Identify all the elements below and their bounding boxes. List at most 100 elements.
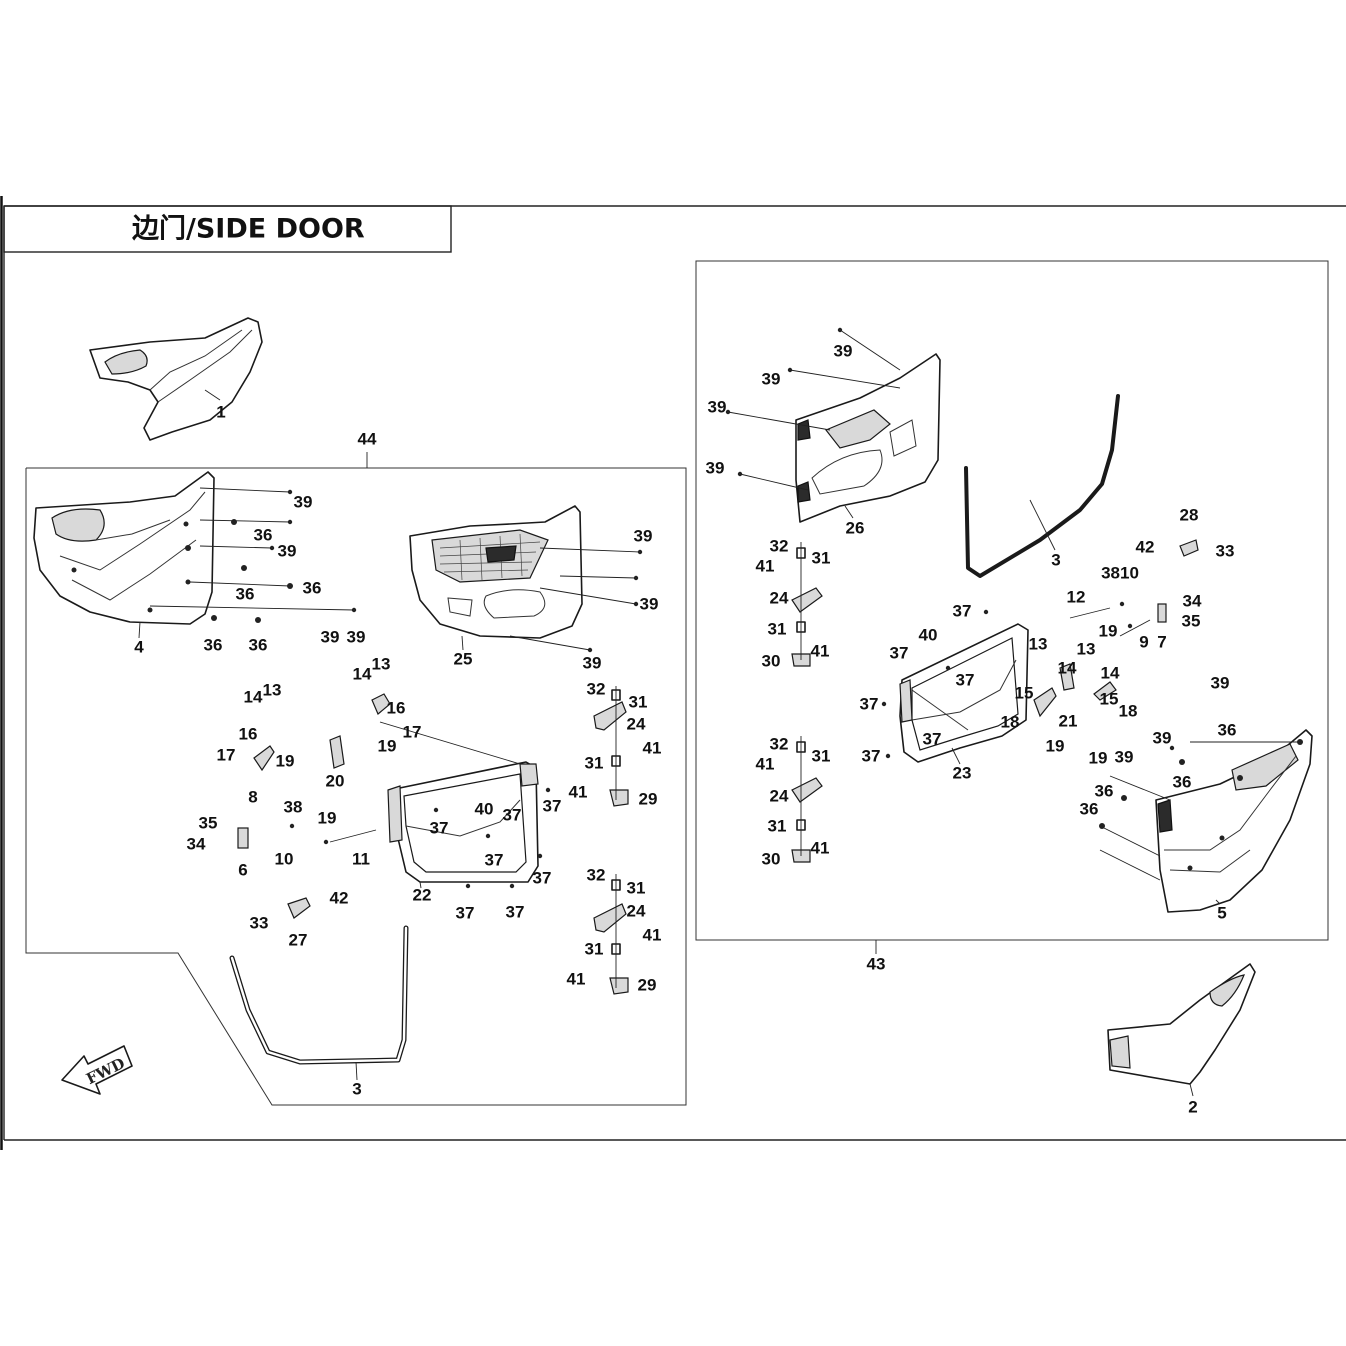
- callout-39: 39: [640, 594, 659, 613]
- part-22-left-door-frame: 22: [379, 721, 539, 904]
- callout-14: 14: [353, 664, 372, 683]
- callout-18: 18: [1001, 712, 1020, 731]
- latch-hardware-left: [237, 693, 391, 919]
- callout-14: 14: [1101, 663, 1120, 682]
- callout-17: 17: [217, 745, 236, 764]
- callout-37: 37: [456, 903, 475, 922]
- callout-18: 18: [1119, 701, 1138, 720]
- callout-25: 25: [454, 649, 473, 668]
- callout-36: 36: [1080, 799, 1099, 818]
- callout-4: 4: [134, 637, 144, 656]
- callout-24: 24: [770, 588, 789, 607]
- part-26-right-inner-panel: 26: [795, 353, 941, 537]
- callout-31: 31: [627, 878, 646, 897]
- callout-13: 13: [372, 654, 391, 673]
- callout-39: 39: [294, 492, 313, 511]
- callout-labels: 39 36 39 36 36 39 39 36 36 39 39 39 14 1…: [187, 341, 1237, 994]
- callout-6: 6: [238, 860, 247, 879]
- callout-41: 41: [811, 641, 830, 660]
- callout-19: 19: [378, 736, 397, 755]
- callout-12: 12: [1067, 587, 1086, 606]
- callout-31: 31: [585, 939, 604, 958]
- page-title: 边门/SIDE DOOR: [132, 214, 365, 245]
- callout-34: 34: [1183, 591, 1202, 610]
- callout-39: 39: [1211, 673, 1230, 692]
- callout-39: 39: [706, 458, 725, 477]
- callout-31: 31: [585, 753, 604, 772]
- callout-13: 13: [1029, 634, 1048, 653]
- callout-43: 43: [867, 954, 886, 973]
- callout-19: 19: [276, 751, 295, 770]
- callout-33: 33: [250, 913, 269, 932]
- callout-27: 27: [289, 930, 308, 949]
- callout-39: 39: [583, 653, 602, 672]
- callout-41: 41: [569, 782, 588, 801]
- callout-19: 19: [1046, 736, 1065, 755]
- callout-37: 37: [543, 796, 562, 815]
- callout-39: 39: [347, 627, 366, 646]
- callout-40: 40: [475, 799, 494, 818]
- fwd-direction-arrow: FWD: [61, 1045, 133, 1095]
- callout-37: 37: [953, 601, 972, 620]
- callout-23: 23: [953, 763, 972, 782]
- callout-31: 31: [768, 619, 787, 638]
- callout-31: 31: [629, 692, 648, 711]
- callout-8: 8: [248, 787, 257, 806]
- callout-37: 37: [860, 694, 879, 713]
- hinge-left-upper: [593, 686, 629, 807]
- callout-37: 37: [506, 902, 525, 921]
- title-block: 边门/SIDE DOOR: [3, 205, 452, 253]
- callout-33: 33: [1216, 541, 1235, 560]
- callout-37: 37: [430, 818, 449, 837]
- part-4-left-inner-panel: 4: [33, 471, 215, 656]
- callout-41: 41: [643, 925, 662, 944]
- callout-39: 39: [708, 397, 727, 416]
- callout-37: 37: [956, 670, 975, 689]
- callout-32: 32: [770, 536, 789, 555]
- callout-31: 31: [768, 816, 787, 835]
- callout-29: 29: [638, 975, 657, 994]
- callout-37: 37: [890, 643, 909, 662]
- callout-36: 36: [1095, 781, 1114, 800]
- callout-30: 30: [762, 849, 781, 868]
- hinge-right-upper: [791, 542, 823, 667]
- callout-20: 20: [326, 771, 345, 790]
- callout-37: 37: [862, 746, 881, 765]
- fastener-dots: [185, 327, 1303, 889]
- callout-2: 2: [1188, 1097, 1197, 1116]
- callout-42: 42: [1136, 537, 1155, 556]
- callout-44: 44: [358, 429, 377, 448]
- callout-28: 28: [1180, 505, 1199, 524]
- part-3-right-door-seal: 3: [964, 394, 1120, 578]
- callout-10: 10: [275, 849, 294, 868]
- callout-39: 39: [634, 526, 653, 545]
- callout-16: 16: [239, 724, 258, 743]
- callout-15: 15: [1100, 689, 1119, 708]
- callout-29: 29: [639, 789, 658, 808]
- callout-24: 24: [770, 786, 789, 805]
- callout-35: 35: [199, 813, 218, 832]
- callout-19: 19: [1089, 748, 1108, 767]
- callout-19: 19: [318, 808, 337, 827]
- callout-3-right: 3: [1051, 550, 1060, 569]
- callout-30: 30: [762, 651, 781, 670]
- callout-1: 1: [216, 402, 225, 421]
- latch-hardware-right: [1033, 539, 1199, 718]
- callout-3810: 3810: [1101, 563, 1139, 582]
- callout-38: 38: [284, 797, 303, 816]
- assembly-43-boundary: 43: [695, 260, 1329, 973]
- hinge-left-lower: [593, 874, 629, 995]
- callout-41: 41: [643, 738, 662, 757]
- hinge-right-lower: [791, 736, 823, 863]
- callout-14: 14: [1058, 658, 1077, 677]
- part-25-left-door-cover: 25: [409, 505, 583, 668]
- callout-36: 36: [236, 584, 255, 603]
- callout-39: 39: [834, 341, 853, 360]
- callout-32: 32: [587, 865, 606, 884]
- callout-7: 7: [1157, 632, 1166, 651]
- callout-24: 24: [627, 714, 646, 733]
- callout-41: 41: [567, 969, 586, 988]
- callout-41: 41: [756, 754, 775, 773]
- callout-41: 41: [811, 838, 830, 857]
